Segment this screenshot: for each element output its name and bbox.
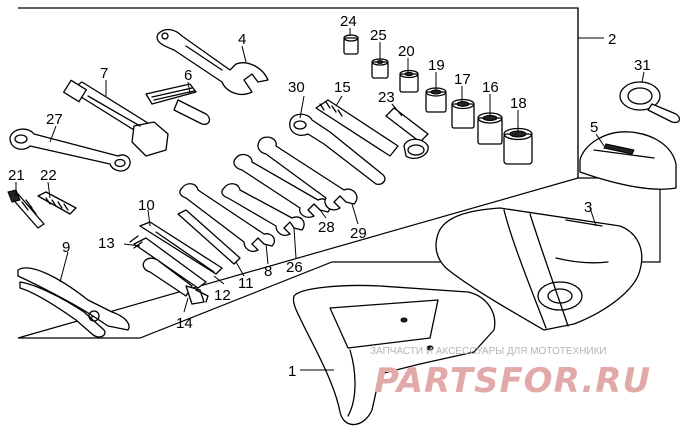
bolt-icon	[7, 189, 45, 229]
box-end-wrench-icon	[9, 128, 131, 172]
callout-11: 11	[238, 275, 254, 292]
adjustable-wrench-icon	[156, 28, 269, 96]
callout-12: 12	[214, 287, 231, 304]
callout-27: 27	[46, 111, 63, 128]
callout-18: 18	[510, 95, 527, 112]
callout-labels: 1 2 3 4 5 6 7 8 9 10 11 12 13 14 15 16 1…	[8, 13, 651, 380]
callout-16: 16	[482, 79, 499, 96]
callout-29: 29	[350, 225, 367, 242]
driver-handle-icon	[142, 257, 209, 305]
callout-8: 8	[264, 263, 272, 280]
socket-25-icon	[371, 58, 389, 79]
spark-plug-wrench-icon	[63, 79, 169, 157]
callout-1: 1	[288, 363, 296, 380]
socket-20-icon	[399, 69, 419, 93]
callout-15: 15	[334, 79, 351, 96]
open-end-wrench-28-icon	[233, 153, 331, 218]
callout-17: 17	[454, 71, 471, 88]
watermark: ЗАПЧАСТИ И АКСЕССУАРЫ ДЛЯ МОТОТЕХНИКИ PA…	[370, 346, 651, 401]
extension-bar-icon	[385, 107, 429, 160]
tool-tray-icon	[292, 284, 496, 426]
callout-7: 7	[100, 65, 108, 82]
callout-19: 19	[428, 57, 445, 74]
threaded-stud-icon	[37, 191, 77, 215]
watermark-tagline: ЗАПЧАСТИ И АКСЕССУАРЫ ДЛЯ МОТОТЕХНИКИ	[370, 346, 607, 357]
pliers-icon	[17, 267, 130, 338]
callout-31: 31	[634, 57, 651, 74]
callout-9: 9	[62, 239, 70, 256]
screwdriver-set-icon	[129, 209, 241, 289]
socket-24-icon	[343, 34, 359, 55]
ratchet-handle-icon	[315, 99, 399, 157]
watermark-brand: PARTSFOR.RU	[374, 361, 651, 401]
callout-14: 14	[176, 315, 193, 332]
callout-6: 6	[184, 67, 192, 84]
open-end-wrench-8-icon	[179, 183, 276, 252]
tool-bag-roll-icon	[435, 207, 643, 331]
open-end-wrench-29-icon	[257, 136, 358, 211]
callout-30: 30	[288, 79, 305, 96]
open-end-wrench-26-icon	[221, 183, 305, 236]
callout-21: 21	[8, 167, 25, 184]
socket-17-icon	[451, 98, 475, 129]
callout-2: 2	[608, 31, 616, 48]
callout-25: 25	[370, 27, 387, 44]
callout-24: 24	[340, 13, 357, 30]
callout-5: 5	[590, 119, 598, 136]
box-wrench-30-icon	[289, 113, 386, 185]
socket-19-icon	[425, 87, 447, 113]
callout-4: 4	[238, 31, 246, 48]
spring-clip-icon	[619, 81, 681, 124]
callout-20: 20	[398, 43, 415, 60]
callout-28: 28	[318, 219, 335, 236]
callout-23: 23	[378, 89, 395, 106]
callout-26: 26	[286, 259, 303, 276]
callout-13: 13	[98, 235, 115, 252]
leader-lines	[15, 28, 645, 371]
callout-3: 3	[584, 199, 592, 216]
callout-22: 22	[40, 167, 57, 184]
socket-16-icon	[477, 112, 503, 145]
callout-10: 10	[138, 197, 155, 214]
screwdriver-handle-icon	[145, 83, 211, 125]
socket-18-icon	[503, 127, 533, 165]
tool-pouch-icon	[579, 131, 677, 190]
